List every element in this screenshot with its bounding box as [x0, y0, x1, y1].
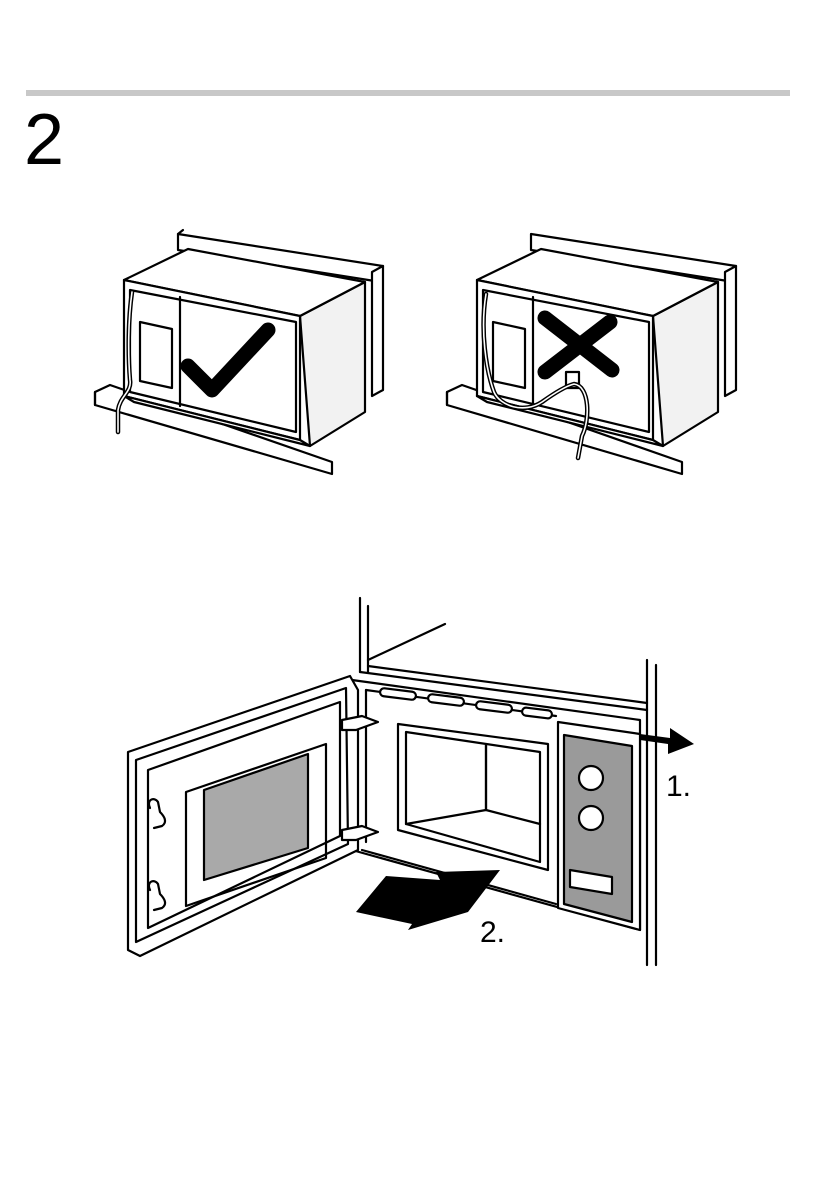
step-2-label: 2.: [480, 916, 505, 949]
push-arrow-icon: [356, 870, 500, 930]
step-1-label: 1.: [666, 770, 691, 803]
